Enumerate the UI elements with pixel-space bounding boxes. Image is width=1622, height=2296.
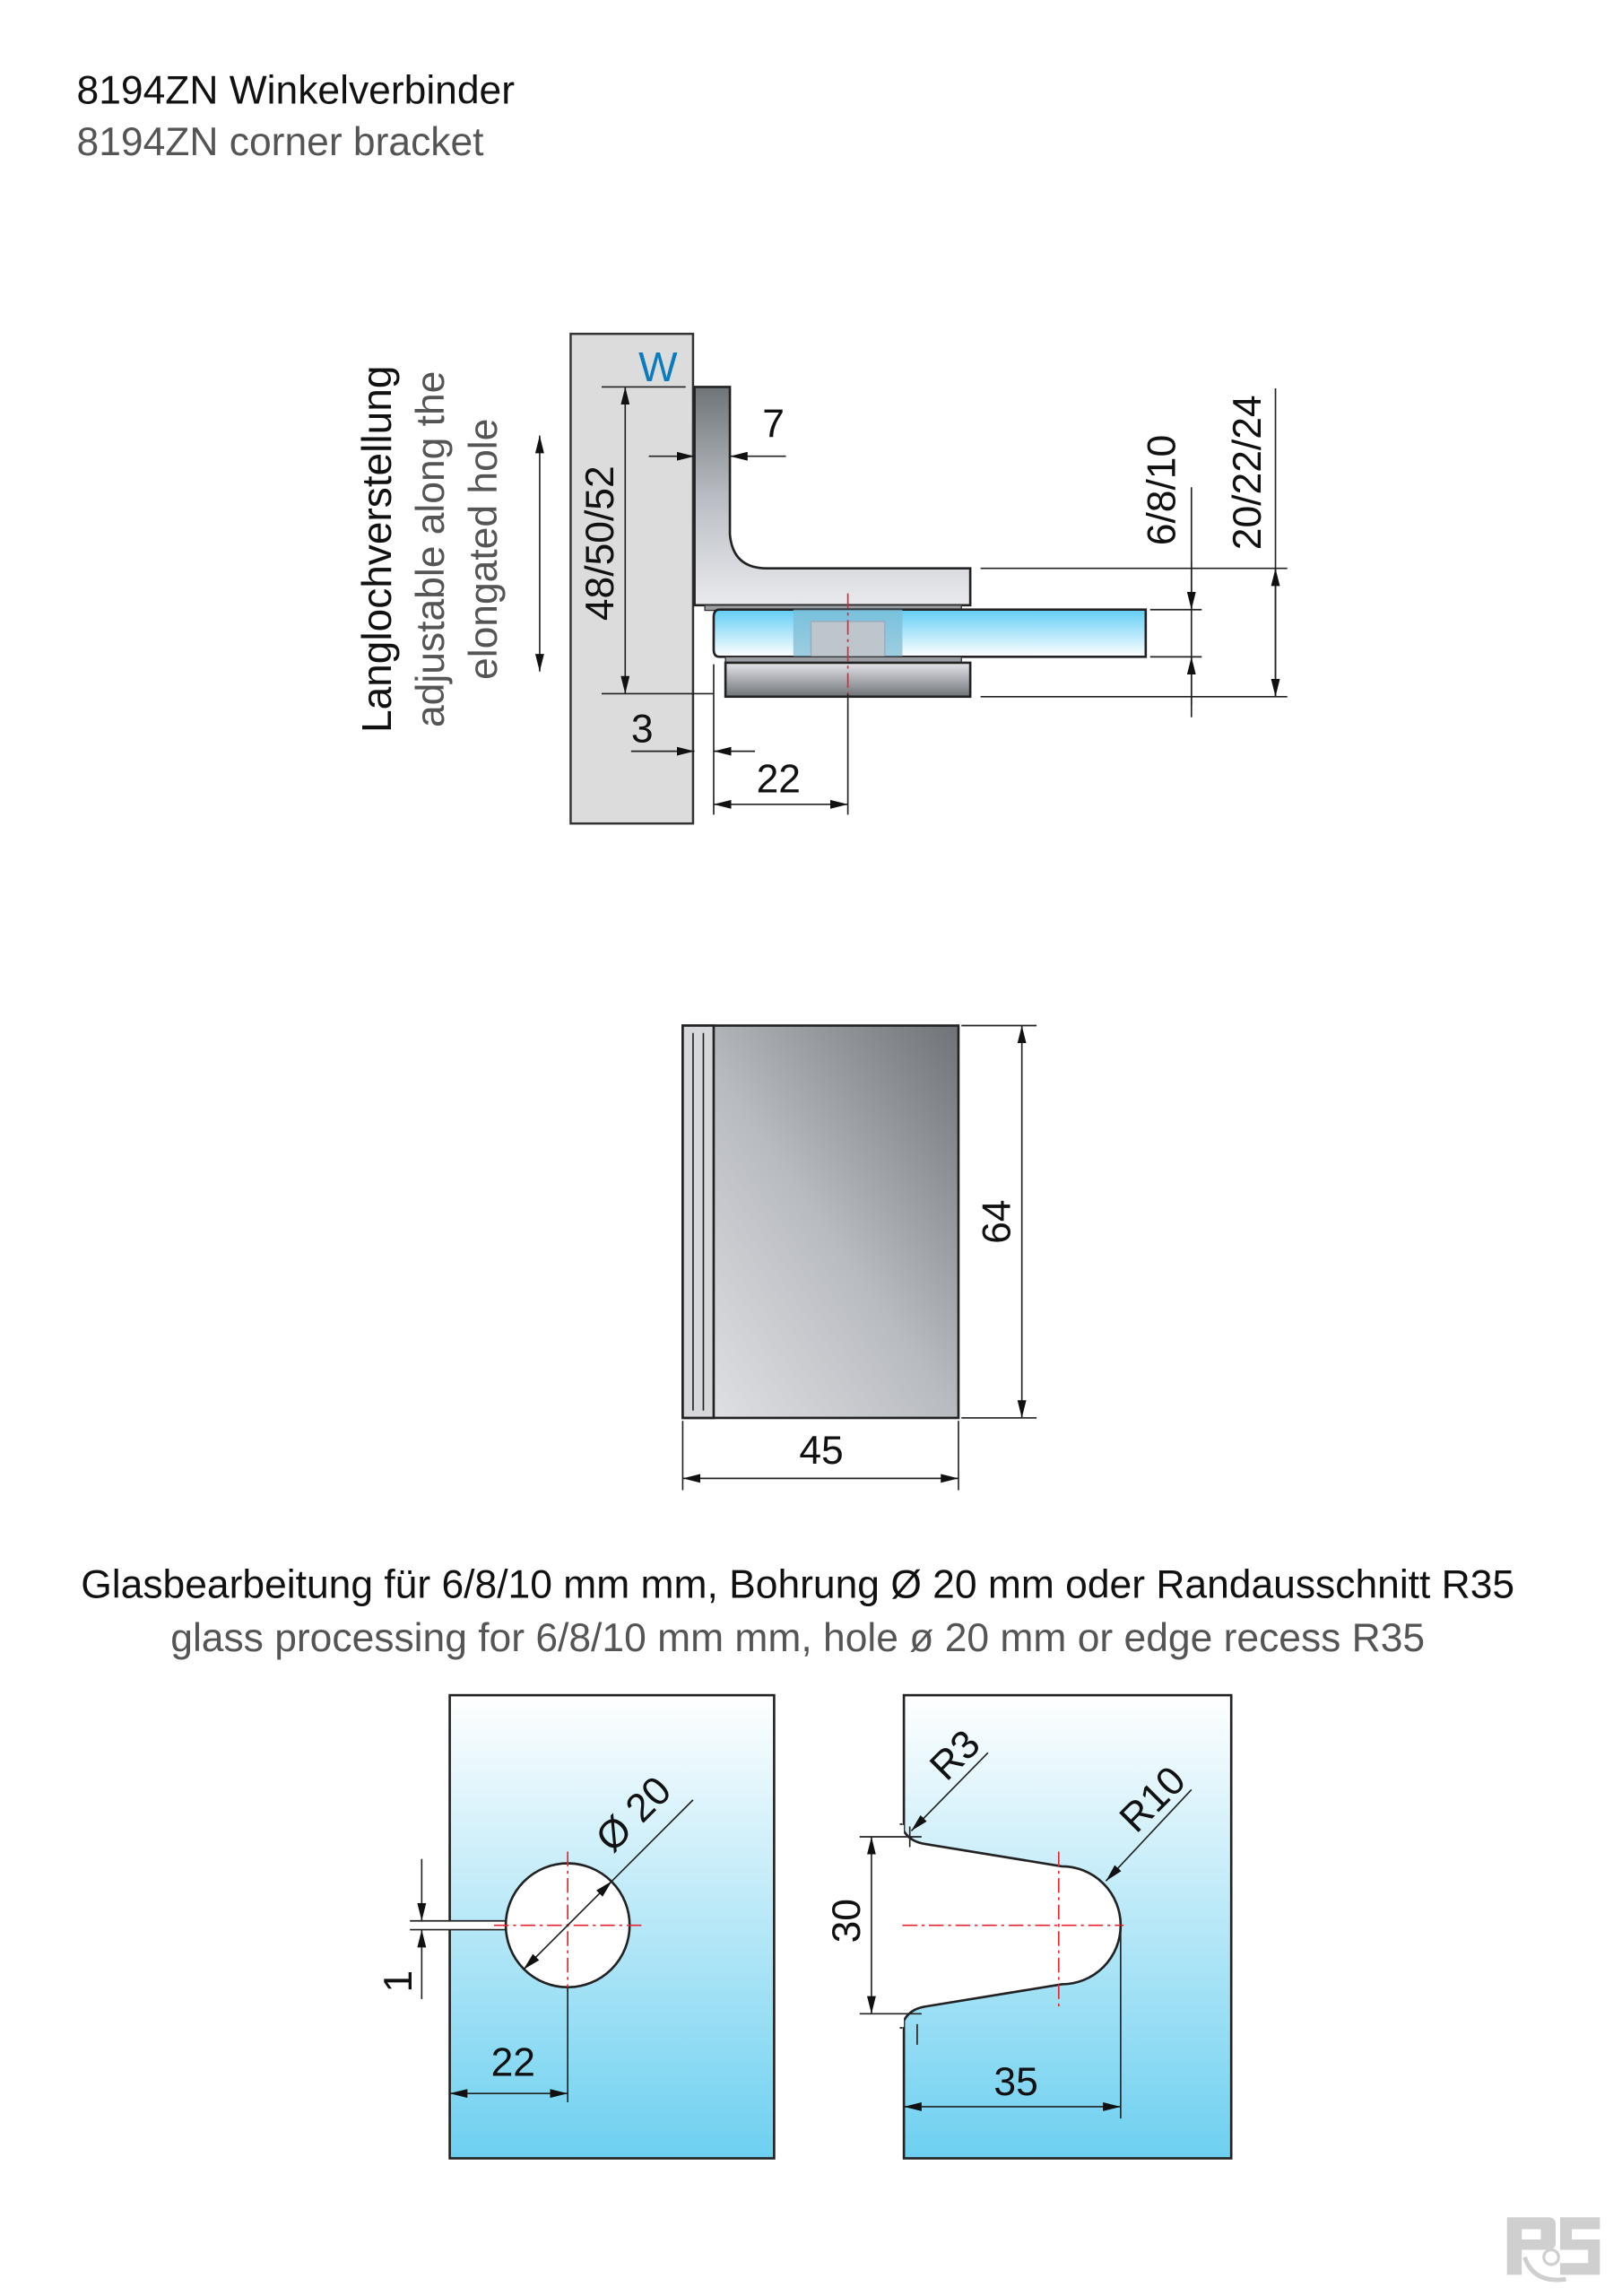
glass-processing-title-de: Glasbearbeitung für 6/8/10 mm mm, Bohrun…	[81, 1563, 1514, 1607]
dim-front-height: 64	[976, 1200, 1019, 1244]
page-title: 8194ZN Winkelverbinder	[77, 69, 516, 113]
front-view-drawing: 64 45	[681, 1024, 1037, 1491]
rs-logo	[1506, 2217, 1600, 2283]
front-edge-strip	[681, 1024, 716, 1420]
dim-edge: 22	[491, 2040, 535, 2084]
page-subtitle: 8194ZN corner bracket	[77, 120, 485, 164]
wall	[569, 332, 695, 825]
dim-recess-height: 30	[825, 1899, 869, 1943]
slot	[445, 1920, 511, 1930]
adjust-label-en-2: elongated hole	[462, 419, 506, 680]
dim-axis: 22	[757, 758, 801, 802]
side-section-drawing: W Langlochverstellung adjustable along t…	[353, 332, 1288, 825]
glass-pane	[712, 608, 1148, 658]
adjust-label-en-1: adjustable along the	[409, 371, 453, 727]
bracket-body	[693, 386, 972, 607]
dim-gap: 3	[631, 708, 654, 752]
dim-glass-thickness: 6/8/10	[1141, 435, 1184, 545]
front-body	[681, 1024, 960, 1420]
wall-label: W	[638, 344, 678, 390]
adjust-label-de: Langlochverstellung	[353, 366, 400, 733]
dim-recess-depth: 35	[993, 2060, 1037, 2104]
dim-front-width: 45	[799, 1429, 843, 1473]
hole-drawing: Ø 20 1 22	[377, 1693, 776, 2160]
dim-height: 48/50/52	[578, 465, 622, 621]
dim-thickness: 7	[762, 402, 785, 446]
dim-slot: 1	[377, 1970, 421, 1993]
dim-total: 20/22/24	[1226, 395, 1270, 550]
recess-drawing: 30 R3 R10 35	[825, 1693, 1233, 2160]
glass-processing-title-en: glass processing for 6/8/10 mm mm, hole …	[170, 1616, 1425, 1660]
dim-line-diameter	[523, 1880, 613, 1970]
